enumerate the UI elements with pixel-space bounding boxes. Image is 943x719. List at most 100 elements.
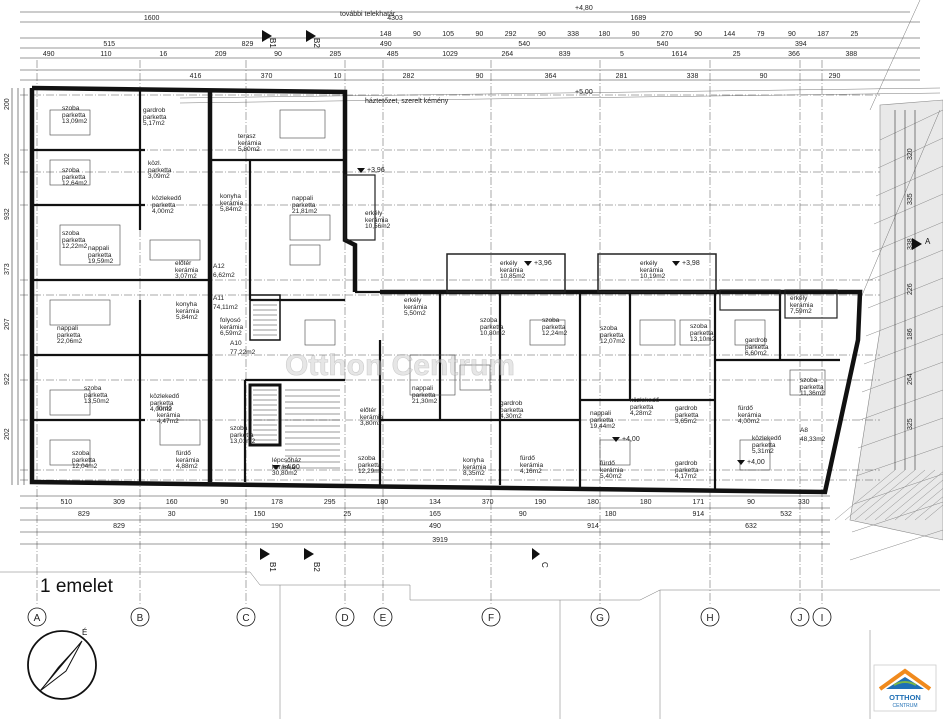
room-area: 19,59m2 — [88, 258, 114, 265]
hatch-line — [851, 501, 943, 533]
room-floor: kerámia — [220, 200, 244, 207]
dimension-text: 90 — [747, 499, 755, 506]
room-area: 12,22m2 — [62, 243, 88, 250]
furniture-item — [49, 389, 91, 416]
dimension-text-right: 264 — [907, 373, 914, 385]
room-name: közl. — [148, 160, 162, 167]
axis-label: B — [137, 613, 144, 624]
room-area: 3,09m2 — [148, 173, 170, 180]
room-area: 10,56m2 — [365, 223, 391, 230]
room-area: 3,65m2 — [675, 418, 697, 425]
room-floor: kerámia — [463, 464, 487, 471]
room-name: folyosó — [220, 317, 241, 324]
room-area: 12,04m2 — [72, 463, 98, 470]
level-text: +3,96 — [367, 167, 385, 174]
room-floor: kerámia — [365, 217, 389, 224]
dimension-text: 366 — [788, 51, 800, 58]
room-floor: kerámia — [220, 324, 244, 331]
hatch-line — [871, 221, 943, 253]
dimension-text: 914 — [692, 511, 704, 518]
hatch-line — [849, 529, 943, 561]
room-name: lépcsőház — [272, 457, 301, 464]
room-name: szoba — [62, 230, 80, 237]
section-mark-b2-bottom: B2 — [312, 562, 321, 572]
dimension-text: 1600 — [144, 15, 160, 22]
room-area: 6,59m2 — [220, 330, 242, 337]
room-labels: szobaparketta13,09m2gardrobparketta5,17m… — [57, 105, 826, 480]
hatch-line — [854, 469, 916, 521]
dimension-text: 370 — [261, 73, 273, 80]
room-name: gardrob — [675, 405, 698, 412]
dimension-text: 90 — [788, 31, 796, 38]
room-name: előtér — [175, 260, 192, 267]
dimension-text: 150 — [254, 511, 266, 518]
dimension-text: 829 — [242, 41, 254, 48]
hatch-line — [855, 445, 943, 477]
axis-label: J — [798, 613, 803, 624]
room-name: szoba — [800, 377, 818, 384]
hatch-line — [904, 488, 943, 521]
dimension-text-left: 932 — [4, 208, 11, 220]
hatch-line — [894, 479, 943, 521]
hatch-line — [875, 165, 943, 197]
hatch-line — [844, 469, 906, 521]
room-name: közlekedő — [752, 435, 782, 442]
dimension-text: 90 — [760, 73, 768, 80]
dimension-text: 632 — [745, 523, 757, 530]
hatch-line — [867, 277, 943, 309]
axis-circle — [812, 607, 832, 627]
dimension-text: 25 — [733, 51, 741, 58]
room-name: fürdő — [176, 450, 191, 457]
room-floor: parketta — [62, 112, 86, 119]
room-name: közlekedő — [150, 393, 180, 400]
room-name: erkély — [365, 210, 383, 217]
dimension-text: 90 — [413, 31, 421, 38]
axis-circle — [373, 607, 393, 627]
property-line-label: további telekhatár — [340, 11, 396, 18]
dimension-text-right: 226 — [907, 283, 914, 295]
room-name: szoba — [230, 425, 248, 432]
axis-circle — [790, 607, 810, 627]
room-floor: parketta — [57, 332, 81, 339]
furniture-item — [49, 299, 111, 326]
dimension-text: 264 — [501, 51, 513, 58]
room-area: 13,50m2 — [84, 398, 110, 405]
axis-label: A — [34, 613, 41, 624]
dimension-text-left: 202 — [4, 153, 11, 165]
room-floor: kerámia — [600, 467, 624, 474]
dimension-text: 25 — [850, 31, 858, 38]
north-arrow-icon: É — [27, 628, 97, 700]
room-area: 10,85m2 — [500, 273, 526, 280]
room-floor: kerámia — [157, 412, 181, 419]
room-area: 5,31m2 — [752, 448, 774, 455]
dimension-text: 364 — [545, 73, 557, 80]
room-name: konyha — [176, 301, 197, 308]
room-area: 7,59m2 — [790, 308, 812, 315]
room-floor: kerámia — [520, 462, 544, 469]
dimension-text: 180 — [640, 499, 652, 506]
axis-circle — [590, 607, 610, 627]
hatch-line — [924, 504, 943, 521]
room-area: 4,16m2 — [520, 468, 542, 475]
room-floor: kerámia — [175, 267, 199, 274]
dimension-text-left: 207 — [4, 318, 11, 330]
top-labels: további telekhatár háztetőzet, szerelt k… — [340, 5, 593, 105]
site-outline — [0, 571, 940, 719]
furniture-item — [304, 319, 336, 346]
dimension-text: 839 — [559, 51, 571, 58]
